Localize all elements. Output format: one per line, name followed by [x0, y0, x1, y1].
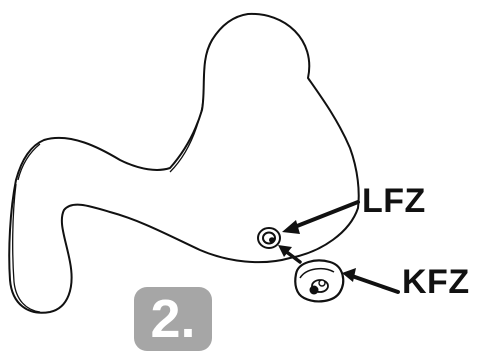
- step-badge: 2.: [133, 286, 213, 352]
- step-number: 2.: [150, 289, 196, 349]
- callout-kfz: KFZ: [402, 263, 470, 301]
- step-badge-shape: [134, 287, 212, 351]
- arrow-to-lfz: [282, 200, 360, 234]
- round-insert: [257, 227, 281, 249]
- callout-lfz: LFZ: [362, 182, 426, 220]
- earpiece-depth-lines: [12, 16, 238, 313]
- arrow-insert-direction: [278, 245, 302, 264]
- oval-filter-cap: [294, 259, 345, 303]
- arrow-to-kfz: [342, 268, 400, 294]
